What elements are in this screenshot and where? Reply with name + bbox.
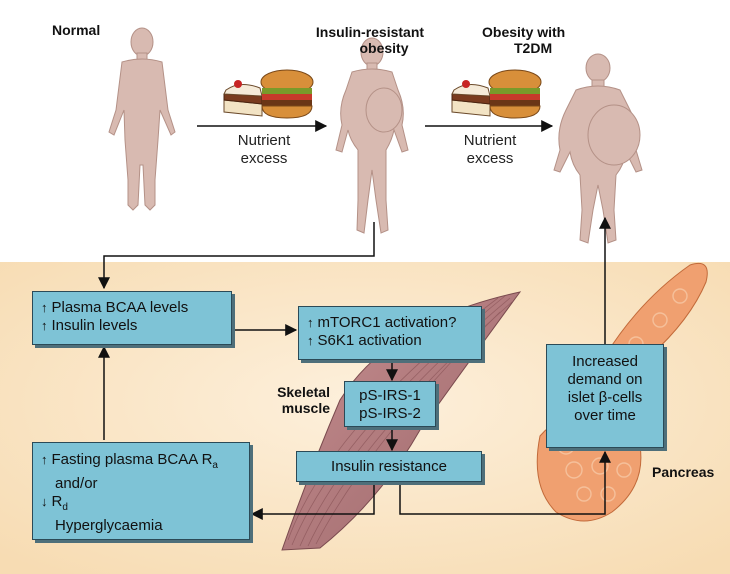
box-text: mTORC1 activation? (317, 314, 457, 331)
box-row: ↑Plasma BCAA levels (41, 299, 231, 317)
food-icon (223, 69, 314, 119)
stage-label-insulin-resistant: Insulin-resistant obesity (300, 24, 440, 56)
stage-label-line: T2DM (514, 40, 553, 56)
connector-arrows (98, 120, 611, 520)
nutrient-excess-label: Nutrient excess (440, 132, 540, 168)
box-row: ↑mTORC1 activation? (307, 314, 481, 332)
obesity-t2dm-figure (553, 53, 643, 244)
box-text: and/or (55, 475, 98, 492)
box-text: Plasma BCAA levels (51, 299, 189, 316)
box-text: Insulin resistance (331, 458, 447, 475)
normal-figure (108, 27, 176, 211)
insulin-resistant-figure (335, 37, 409, 234)
box-text: islet β-cells (567, 389, 643, 406)
up-arrow-icon: ↑ (307, 315, 314, 330)
stage-label-line: Obesity with (482, 24, 566, 40)
nutrient-line: Nutrient (463, 132, 517, 149)
nutrient-line: Nutrient (237, 132, 291, 149)
subscript: d (62, 502, 68, 513)
box-row: ↓Rd (41, 493, 249, 517)
box-ps-irs: pS-IRS-1 pS-IRS-2 (344, 381, 436, 427)
box-text: pS-IRS-2 (359, 405, 421, 422)
up-arrow-icon: ↑ (41, 300, 48, 315)
box-beta-cell-demand: Increased demand on islet β-cells over t… (546, 344, 664, 448)
up-arrow-icon: ↑ (41, 318, 48, 333)
food-icon (451, 69, 542, 119)
box-row: ↑S6K1 activation (307, 332, 481, 350)
stage-label-line: obesity (359, 40, 409, 56)
down-arrow-icon: ↓ (41, 494, 48, 509)
box-text: Hyperglycaemia (55, 517, 163, 534)
box-text: over time (574, 407, 636, 424)
box-text: R (51, 493, 63, 510)
box-text: Fasting plasma BCAA R (51, 451, 213, 468)
box-text: S6K1 activation (317, 332, 422, 349)
skeletal-muscle-label: Skeletal muscle (268, 384, 330, 416)
box-text: pS-IRS-1 (359, 387, 421, 404)
tissue-line: muscle (281, 400, 330, 416)
stage-label-line: Insulin-resistant (315, 24, 425, 40)
up-arrow-icon: ↑ (41, 452, 48, 467)
box-text: demand on (567, 371, 643, 388)
pancreas-label: Pancreas (652, 464, 715, 480)
box-fasting-bcaa: ↑Fasting plasma BCAA Ra and/or ↓Rd Hyper… (32, 442, 250, 540)
box-insulin-resistance: Insulin resistance (296, 451, 482, 482)
box-row: ↑Fasting plasma BCAA Ra (41, 451, 249, 475)
up-arrow-icon: ↑ (307, 333, 314, 348)
nutrient-line: excess (466, 150, 514, 167)
box-plasma-bcaa: ↑Plasma BCAA levels ↑Insulin levels (32, 291, 232, 345)
box-text: Increased (572, 353, 638, 370)
stage-label-normal: Normal (52, 22, 101, 38)
tissue-line: Skeletal (277, 384, 330, 400)
box-mtorc1: ↑mTORC1 activation? ↑S6K1 activation (298, 306, 482, 360)
stage-label-obesity-t2dm: Obesity with T2DM (482, 24, 565, 56)
subscript: a (212, 460, 218, 471)
box-row: ↑Insulin levels (41, 317, 231, 335)
nutrient-excess-label: Nutrient excess (214, 132, 314, 168)
nutrient-line: excess (240, 150, 288, 167)
box-text: Insulin levels (51, 317, 138, 334)
